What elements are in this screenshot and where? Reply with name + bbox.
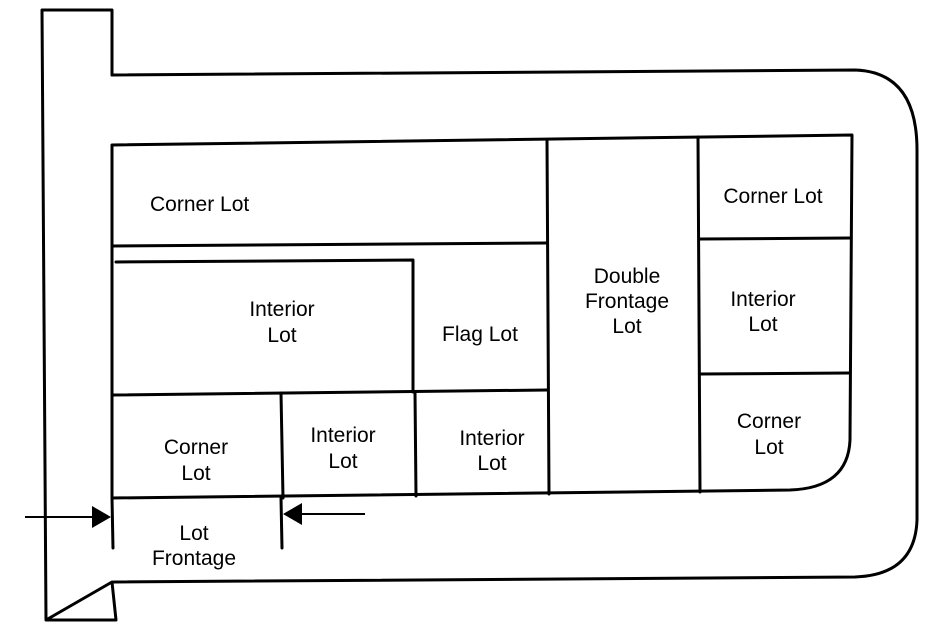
label-interior-lot-left-1: Interior — [249, 298, 314, 321]
block-boundary — [110, 133, 854, 500]
label-double-frontage-3: Lot — [612, 315, 641, 338]
label-interior-lot-bottom-right-2: Lot — [477, 452, 506, 475]
divider-right-top — [698, 236, 853, 241]
divider-bottom-row — [110, 388, 549, 397]
label-interior-lot-left-2: Lot — [267, 324, 296, 347]
label-interior-lot-bottom-right-1: Interior — [459, 427, 524, 450]
divider-corner-interior-bottom — [279, 391, 285, 500]
divider-double-frontage-right — [696, 135, 702, 494]
label-flag-lot: Flag Lot — [442, 323, 518, 346]
label-corner-lot-bottom-left-2: Lot — [181, 462, 210, 485]
interior-lot-outline — [114, 258, 415, 394]
divider-corner-lot-bottom — [110, 241, 549, 248]
label-corner-lot-bottom-right-2: Lot — [754, 436, 783, 459]
divider-interior-bottom — [413, 390, 418, 498]
label-interior-lot-right-2: Lot — [748, 313, 777, 336]
label-interior-lot-bottom-mid-2: Lot — [328, 450, 357, 473]
label-corner-lot-bottom-left-1: Corner — [164, 436, 228, 459]
label-corner-lot-top-right: Corner Lot — [723, 185, 822, 208]
divider-double-frontage-left — [545, 138, 551, 496]
label-interior-lot-right-1: Interior — [730, 288, 795, 311]
label-double-frontage-2: Frontage — [585, 290, 669, 313]
divider-right-bottom — [698, 371, 852, 376]
label-interior-lot-bottom-mid-1: Interior — [310, 424, 375, 447]
label-lot-frontage-1: Lot — [179, 522, 208, 545]
label-lot-frontage-2: Frontage — [152, 547, 236, 570]
label-double-frontage-1: Double — [594, 265, 661, 288]
frontage-arrowhead-right — [283, 503, 302, 525]
label-corner-lot-bottom-right-1: Corner — [737, 410, 801, 433]
frontage-arrowhead-left — [92, 506, 111, 528]
frontage-tick-left — [110, 496, 115, 550]
label-corner-lot-top-left: Corner Lot — [150, 193, 249, 216]
loop-street-outer — [110, 68, 919, 584]
vertical-street — [40, 8, 118, 622]
frontage-tick-right — [279, 496, 284, 550]
